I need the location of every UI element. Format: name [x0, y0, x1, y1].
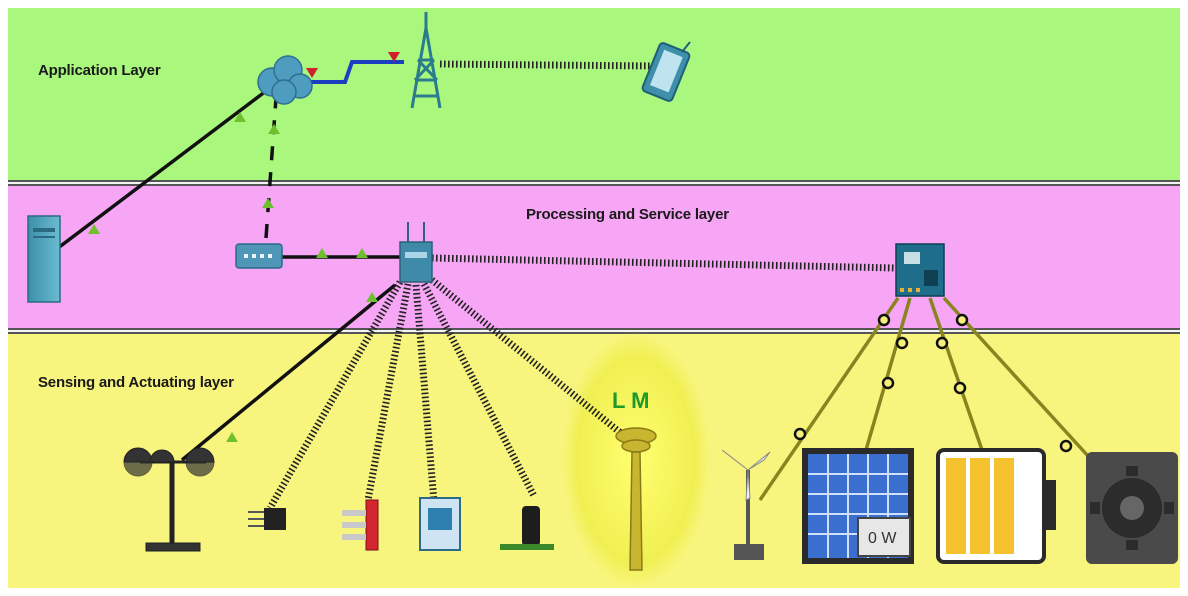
solar-panel-readout: 0 W: [868, 530, 897, 547]
cloud-icon: [257, 55, 313, 105]
wireless-to-sprinkler: [420, 282, 538, 498]
smartphone-icon: [641, 41, 691, 102]
wan-triangles: [306, 52, 400, 78]
temperature-sensor-icon: [248, 508, 286, 530]
layer-divider: [8, 328, 1180, 334]
wireless-gateway-board: [431, 254, 897, 272]
link-server-cloud: [56, 86, 272, 250]
wired-links: [56, 86, 408, 462]
wireless-to-humidity: [412, 284, 438, 503]
wireless-to-temp-sensor: [266, 280, 404, 510]
processing-layer-band: [8, 186, 1180, 328]
switch-icon: [235, 243, 283, 269]
motor-gear-icon: [1086, 452, 1178, 564]
link-switch-cloud: [264, 97, 278, 239]
wireless-tower-phone: [439, 60, 655, 70]
home-gateway-icon: [399, 222, 433, 283]
wireless-to-led: [364, 283, 412, 501]
wind-turbine-icon: [721, 449, 771, 560]
battery-icon: [936, 448, 1056, 564]
sensing-layer-label: Sensing and Actuating layer: [38, 374, 234, 391]
wireless-to-lamp: [429, 277, 625, 437]
wan-link: [300, 60, 404, 84]
lamp-label: L M: [612, 388, 649, 413]
iot-wire-connectors: [793, 313, 1073, 453]
humidity-sensor-icon: [419, 497, 461, 551]
application-layer-label: Application Layer: [38, 62, 161, 79]
microcontroller-board-icon: [895, 243, 945, 297]
iot-wires: [758, 296, 1090, 501]
application-layer-band: [8, 8, 1180, 180]
cell-tower-icon: [410, 12, 442, 109]
street-lamp-icon: [615, 427, 657, 571]
wireless-links: [266, 60, 897, 510]
sprinkler-icon: [500, 506, 554, 550]
processing-layer-label: Processing and Service layer: [526, 206, 729, 223]
link-gateway-anemometer: [180, 283, 397, 462]
layer-divider: [8, 180, 1180, 186]
server-icon: [27, 215, 61, 303]
link-status-triangles: [88, 112, 378, 442]
led-actuator-icon: [342, 499, 379, 551]
solar-panel-icon: [802, 448, 914, 564]
anemometer-icon: [123, 447, 215, 552]
